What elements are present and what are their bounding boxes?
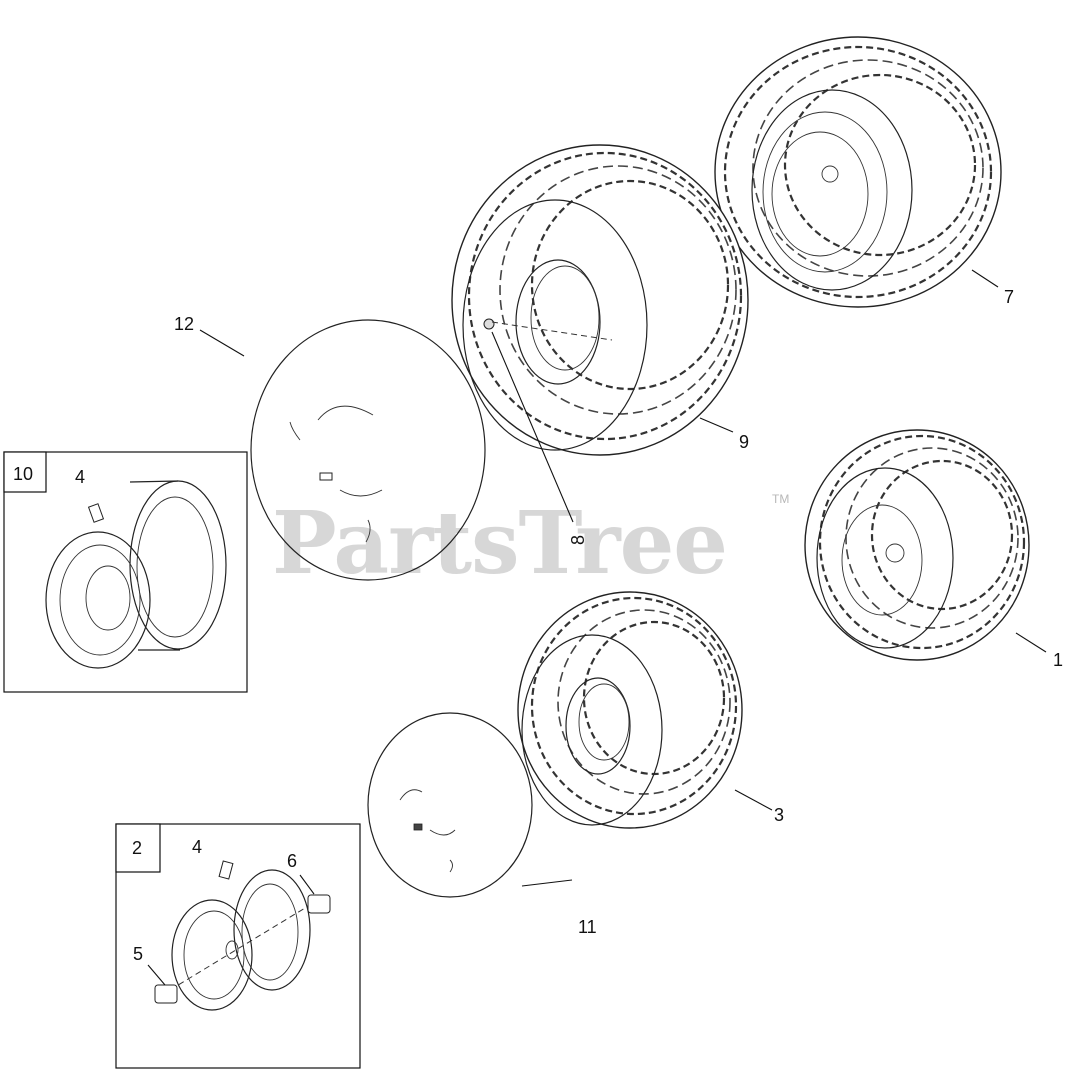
callout-6: 6: [287, 851, 297, 871]
watermark-trademark: TM: [772, 492, 789, 506]
inner-tube-12: [250, 319, 486, 581]
callout-10: 10: [13, 464, 33, 484]
callout-11: 11: [578, 917, 597, 937]
leader-6: [299, 874, 315, 895]
callout-9: 9: [739, 432, 749, 452]
leader-11: [521, 879, 573, 887]
callout-3: 3: [774, 805, 784, 825]
callout-2: 2: [132, 838, 142, 858]
callout-4-box10: 4: [75, 467, 85, 487]
valve-stem-8: [483, 318, 613, 341]
tire-1: [804, 429, 1030, 661]
leader-9: [699, 417, 734, 433]
leader-3: [734, 789, 773, 811]
callout-5: 5: [133, 944, 143, 964]
watermark-text: PartsTree: [272, 493, 727, 594]
rim-kit-box-2: [115, 823, 361, 1069]
callout-1: 1: [1053, 650, 1063, 670]
leader-5: [147, 964, 166, 986]
callout-4-box2: 4: [192, 837, 202, 857]
leader-1: [1015, 632, 1047, 653]
rim-kit-box-10: [3, 451, 248, 693]
inner-tube-11: [367, 712, 533, 898]
leader-8: [491, 331, 574, 523]
tire-7: [714, 36, 1002, 308]
tire-9: [451, 144, 749, 456]
leader-7: [971, 269, 999, 288]
leader-12: [199, 329, 245, 357]
callout-7: 7: [1004, 287, 1014, 307]
callout-12: 12: [174, 314, 194, 334]
callout-8: 8: [568, 535, 588, 545]
tire-3: [517, 591, 743, 829]
